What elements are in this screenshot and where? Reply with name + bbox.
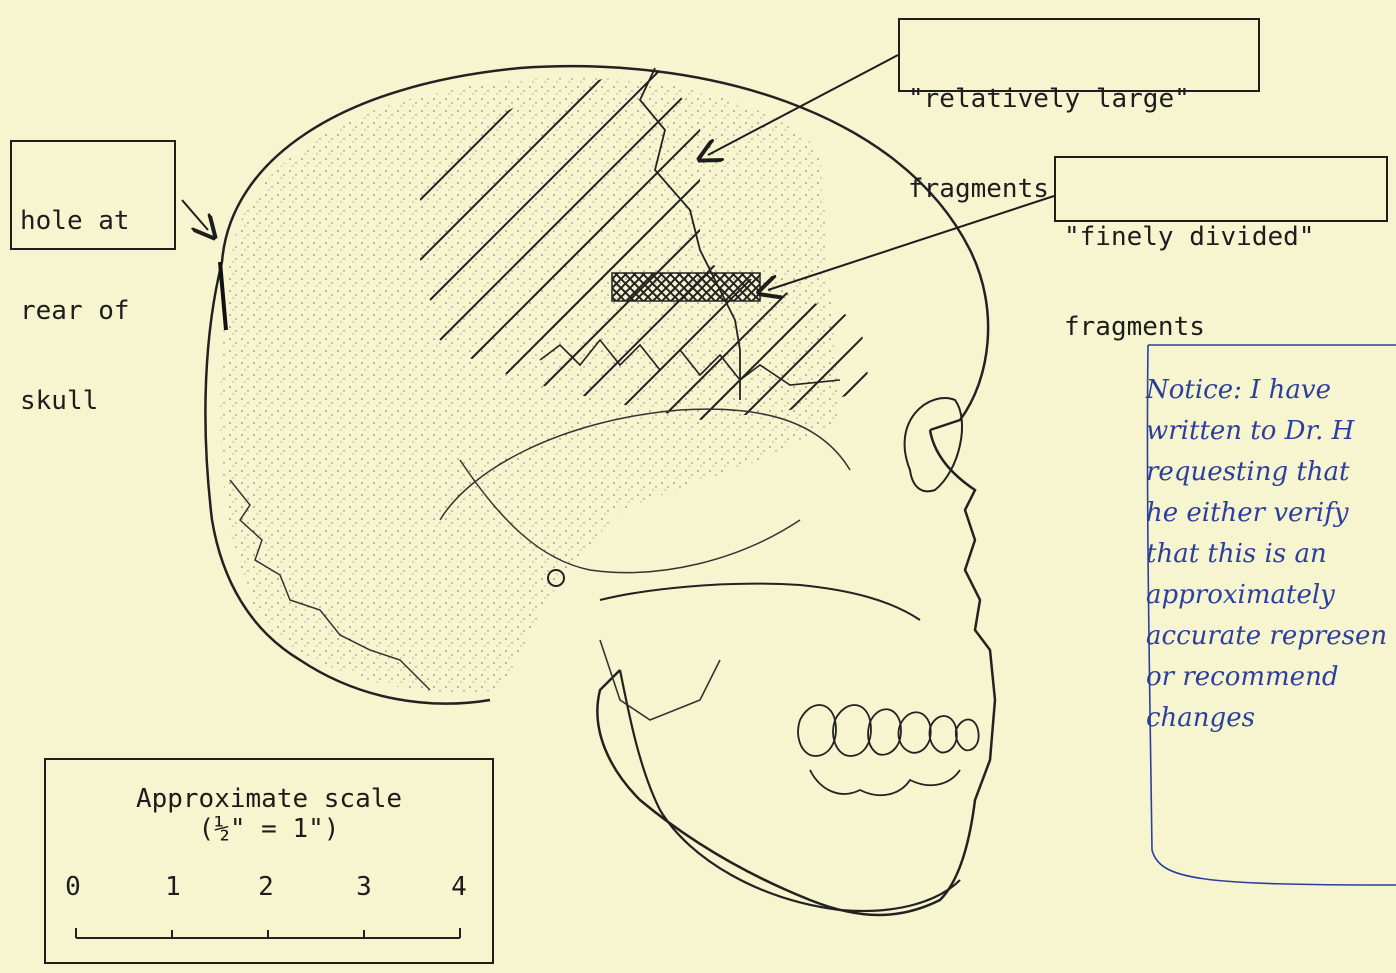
- note-line: he either verify: [1146, 493, 1396, 534]
- rear-hole-label-line: skull: [20, 386, 166, 416]
- teeth: [798, 705, 979, 795]
- note-line: approximately: [1146, 575, 1396, 616]
- note-line: or recommend: [1146, 657, 1396, 698]
- rear-hole-label-line: hole at: [20, 206, 166, 236]
- scale-legend: Approximate scale (½" = 1") 0 1 2 3 4: [44, 758, 494, 964]
- mandible-ramus: [600, 640, 720, 720]
- finely-divided-fragments: [612, 273, 760, 301]
- rear-hole-label-line: rear of: [20, 296, 166, 326]
- fine-fragments-label-line: "finely divided": [1064, 222, 1378, 252]
- rear-hole-arrow: [182, 200, 208, 230]
- note-line: changes: [1146, 698, 1396, 739]
- note-line: written to Dr. H: [1146, 411, 1396, 452]
- scale-ruler: [46, 760, 492, 966]
- handwritten-note: Notice: I have written to Dr. H requesti…: [1146, 370, 1396, 739]
- note-line: that this is an: [1146, 534, 1396, 575]
- cranium-stipple: [220, 78, 840, 693]
- fine-fragments-label-line: fragments: [1064, 312, 1378, 342]
- fine-fragments-label: "finely divided" fragments: [1054, 156, 1388, 222]
- note-line: accurate represen: [1146, 616, 1396, 657]
- note-line: requesting that: [1146, 452, 1396, 493]
- mandible: [620, 670, 960, 911]
- rear-hole-label: hole at rear of skull: [10, 140, 176, 250]
- large-fragments-label-line: "relatively large": [908, 84, 1250, 114]
- rear-hole: [220, 262, 226, 330]
- face-outline: [597, 430, 995, 915]
- large-fragments-label: "relatively large" fragments: [898, 18, 1260, 92]
- zygomatic-arch: [600, 584, 920, 620]
- note-line: Notice: I have: [1146, 370, 1396, 411]
